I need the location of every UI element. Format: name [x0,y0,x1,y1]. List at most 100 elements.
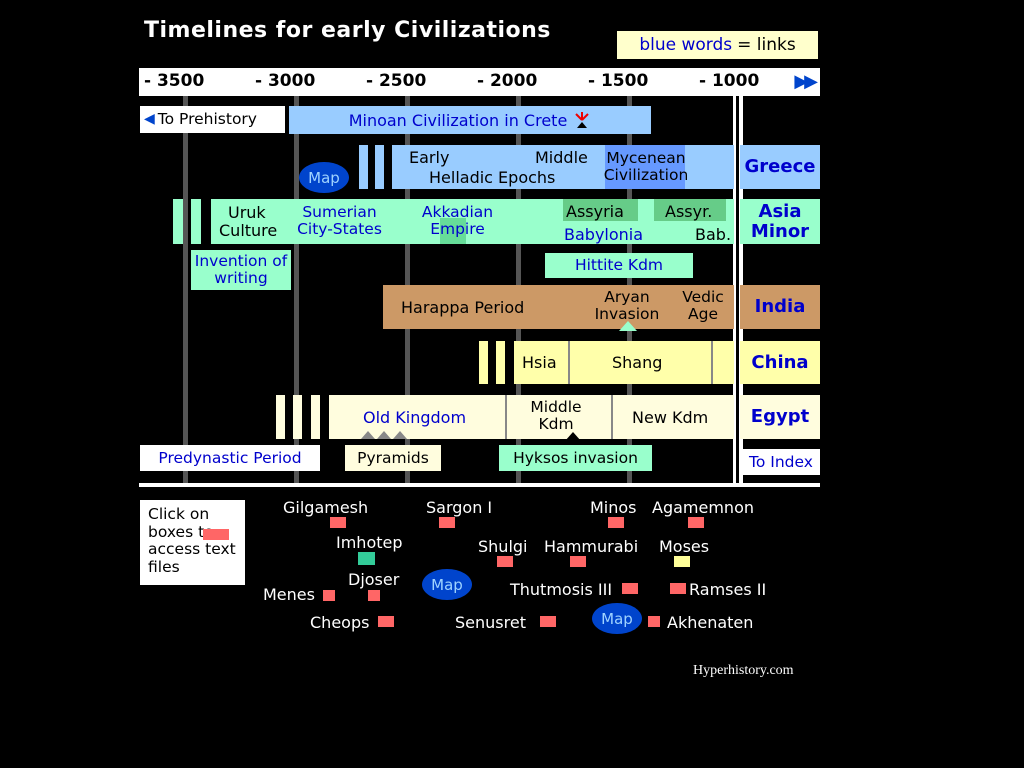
hsia-label: Hsia [522,353,557,372]
gilgamesh-label: Gilgamesh [283,498,369,517]
asia-stripe [191,199,201,244]
map-button-egypt[interactable]: Map [592,603,642,634]
menes-label: Menes [263,585,315,604]
akkadian-empire-link[interactable]: Akkadian Empire [421,203,494,238]
hammurabi-label: Hammurabi [544,537,639,556]
india-band [383,285,734,329]
egypt-stripe [276,395,285,439]
shulgi-box[interactable] [497,556,513,567]
minoan-label: Minoan Civilization in Crete [348,110,568,130]
legend-link-text: blue words [639,35,733,55]
hyksos-marker-icon [565,432,581,441]
credit-text: Hyperhistory.com [693,663,794,678]
vedic-age-label: Vedic Age [682,288,724,323]
legend-box: blue words = links [617,31,818,59]
sargon-box[interactable] [439,517,455,528]
gilgamesh-box[interactable] [330,517,346,528]
imhotep-box[interactable] [358,552,375,565]
china-band [514,341,734,384]
moses-box[interactable] [674,556,690,567]
gridline-3000 [294,96,299,484]
egypt-divider [505,395,507,439]
thutmosis-label: Thutmosis III [510,580,613,599]
to-prehistory-label: To Prehistory [157,110,257,128]
senusret-label: Senusret [455,613,526,632]
egypt-divider [611,395,613,439]
mycenean-highlight [605,145,685,189]
cheops-box[interactable] [378,616,394,627]
uruk-label: Uruk [228,203,266,222]
egypt-stripe [293,395,302,439]
greece-region-link[interactable]: Greece [740,145,820,189]
forward-arrow-icon[interactable]: ▶▶ [794,71,818,92]
section-divider [139,483,820,487]
asia-stripe [173,199,183,244]
sumerian-city-states-link[interactable]: Sumerian City-States [297,203,382,238]
axis-tick-3000: - 3000 [255,71,316,91]
minoan-civilization-link[interactable]: Minoan Civilization in Crete [289,106,651,134]
china-stripe [479,341,488,384]
asia-band [211,199,734,244]
greece-stripe [359,145,368,189]
bab-label: Bab. [695,225,732,244]
pyramid-icons [361,431,407,439]
assyr-highlight [654,199,726,221]
minos-label: Minos [590,498,637,517]
old-kingdom-link[interactable]: Old Kingdom [363,408,467,427]
djoser-label: Djoser [348,570,400,589]
greece-helladic-label: Helladic Epochs [429,168,556,187]
hyksos-invasion-box[interactable]: Hyksos invasion [499,445,652,471]
akhenaten-label: Akhenaten [667,613,754,632]
babylonia-link[interactable]: Babylonia [564,225,644,244]
culture-label: Culture [219,221,278,240]
ramses-box[interactable] [670,583,686,594]
akhenaten-box[interactable] [648,616,660,627]
china-divider [568,341,570,384]
cheops-label: Cheops [310,613,370,632]
agamemnon-box[interactable] [688,517,704,528]
asia-minor-region-link[interactable]: Asia Minor [740,199,820,244]
axis-tick-2500: - 2500 [366,71,427,91]
time-axis: - 3500 - 3000 - 2500 - 2000 - 1500 - 100… [139,68,820,96]
ramses-label: Ramses II [689,580,767,599]
to-prehistory-button[interactable]: ◀ To Prehistory [140,106,285,133]
senusret-box[interactable] [540,616,556,627]
agamemnon-label: Agamemnon [652,498,754,517]
axis-tick-3500: - 3500 [144,71,205,91]
new-kingdom-label: New Kdm [632,408,709,427]
mycenean-civilization-link[interactable]: Mycenean Civilization [603,149,689,184]
pyramids-box[interactable]: Pyramids [345,445,441,471]
moses-label: Moses [659,537,710,556]
china-divider [711,341,713,384]
djoser-box[interactable] [368,590,380,601]
hittite-kingdom-link[interactable]: Hittite Kdm [545,253,693,278]
assyria-highlight [563,199,638,221]
legend-rest-text: = links [737,35,796,55]
menes-box[interactable] [323,590,335,601]
imhotep-label: Imhotep [336,533,403,552]
china-stripe [496,341,505,384]
to-index-link[interactable]: To Index [742,449,820,475]
greece-middle-label: Middle [535,148,588,167]
predynastic-period-link[interactable]: Predynastic Period [140,445,320,471]
egypt-band [329,395,734,439]
aryan-invasion-label: Aryan Invasion [594,288,660,323]
assyria-label: Assyria [566,202,624,221]
hammurabi-box[interactable] [570,556,586,567]
axis-tick-1500: - 1500 [588,71,649,91]
egypt-region-link[interactable]: Egypt [740,395,820,439]
map-button-asia[interactable]: Map [422,569,472,600]
map-button-greece[interactable]: Map [299,162,349,193]
minos-box[interactable] [608,517,624,528]
china-region-link[interactable]: China [740,341,820,384]
greece-early-label: Early [409,148,450,167]
page-title: Timelines for early Civilizations [144,18,551,43]
thutmosis-box[interactable] [622,583,638,594]
back-arrow-icon: ◀ [144,111,155,127]
india-region-link[interactable]: India [740,285,820,329]
middle-kingdom-label: Middle Kdm [530,398,582,433]
invention-of-writing-link[interactable]: Invention of writing [191,250,291,290]
assyr-label: Assyr. [665,202,713,221]
egypt-stripe [311,395,320,439]
axis-tick-1000: - 1000 [699,71,760,91]
